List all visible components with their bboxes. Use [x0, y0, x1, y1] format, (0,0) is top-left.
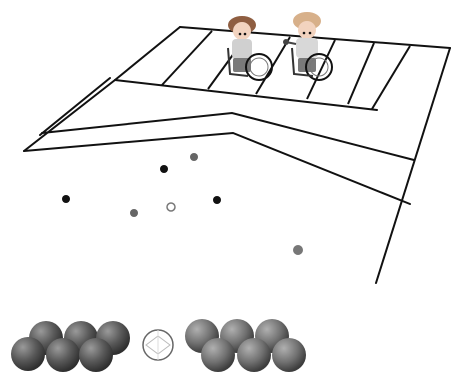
- throwing-line: [115, 80, 377, 110]
- court-balls: [62, 153, 303, 255]
- ball-group-left: [11, 321, 130, 372]
- player-right: [283, 12, 332, 80]
- v-line-upper: [42, 113, 414, 160]
- player-left: [228, 16, 272, 80]
- jack-ball: [143, 330, 173, 360]
- court-left-edge: [24, 80, 115, 151]
- court-left-top-edge: [115, 27, 180, 80]
- ball-group-right: [185, 319, 306, 372]
